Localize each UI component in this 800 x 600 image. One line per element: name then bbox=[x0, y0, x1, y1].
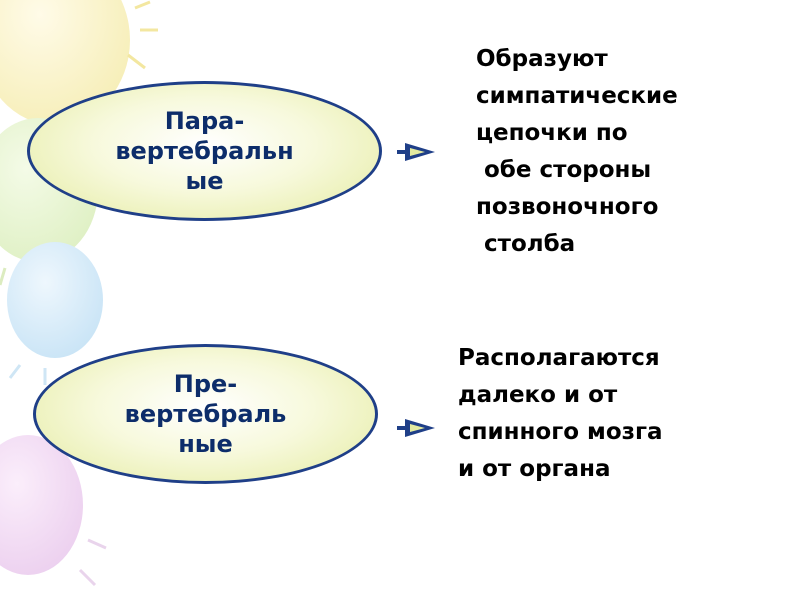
arrow-right-icon bbox=[395, 140, 439, 164]
arrow-right-icon bbox=[395, 416, 439, 440]
prevertebral-description: Располагаются далеко и от спинного мозга… bbox=[458, 340, 663, 488]
prevertebral-oval: Пре- вертебраль ные bbox=[33, 344, 378, 484]
prevertebral-label: Пре- вертебраль ные bbox=[125, 369, 287, 459]
paravertebral-oval: Пара- вертебральн ые bbox=[27, 81, 382, 221]
paravertebral-description: Образуют симпатические цепочки по обе ст… bbox=[476, 41, 678, 263]
paravertebral-label: Пара- вертебральн ые bbox=[115, 106, 293, 196]
